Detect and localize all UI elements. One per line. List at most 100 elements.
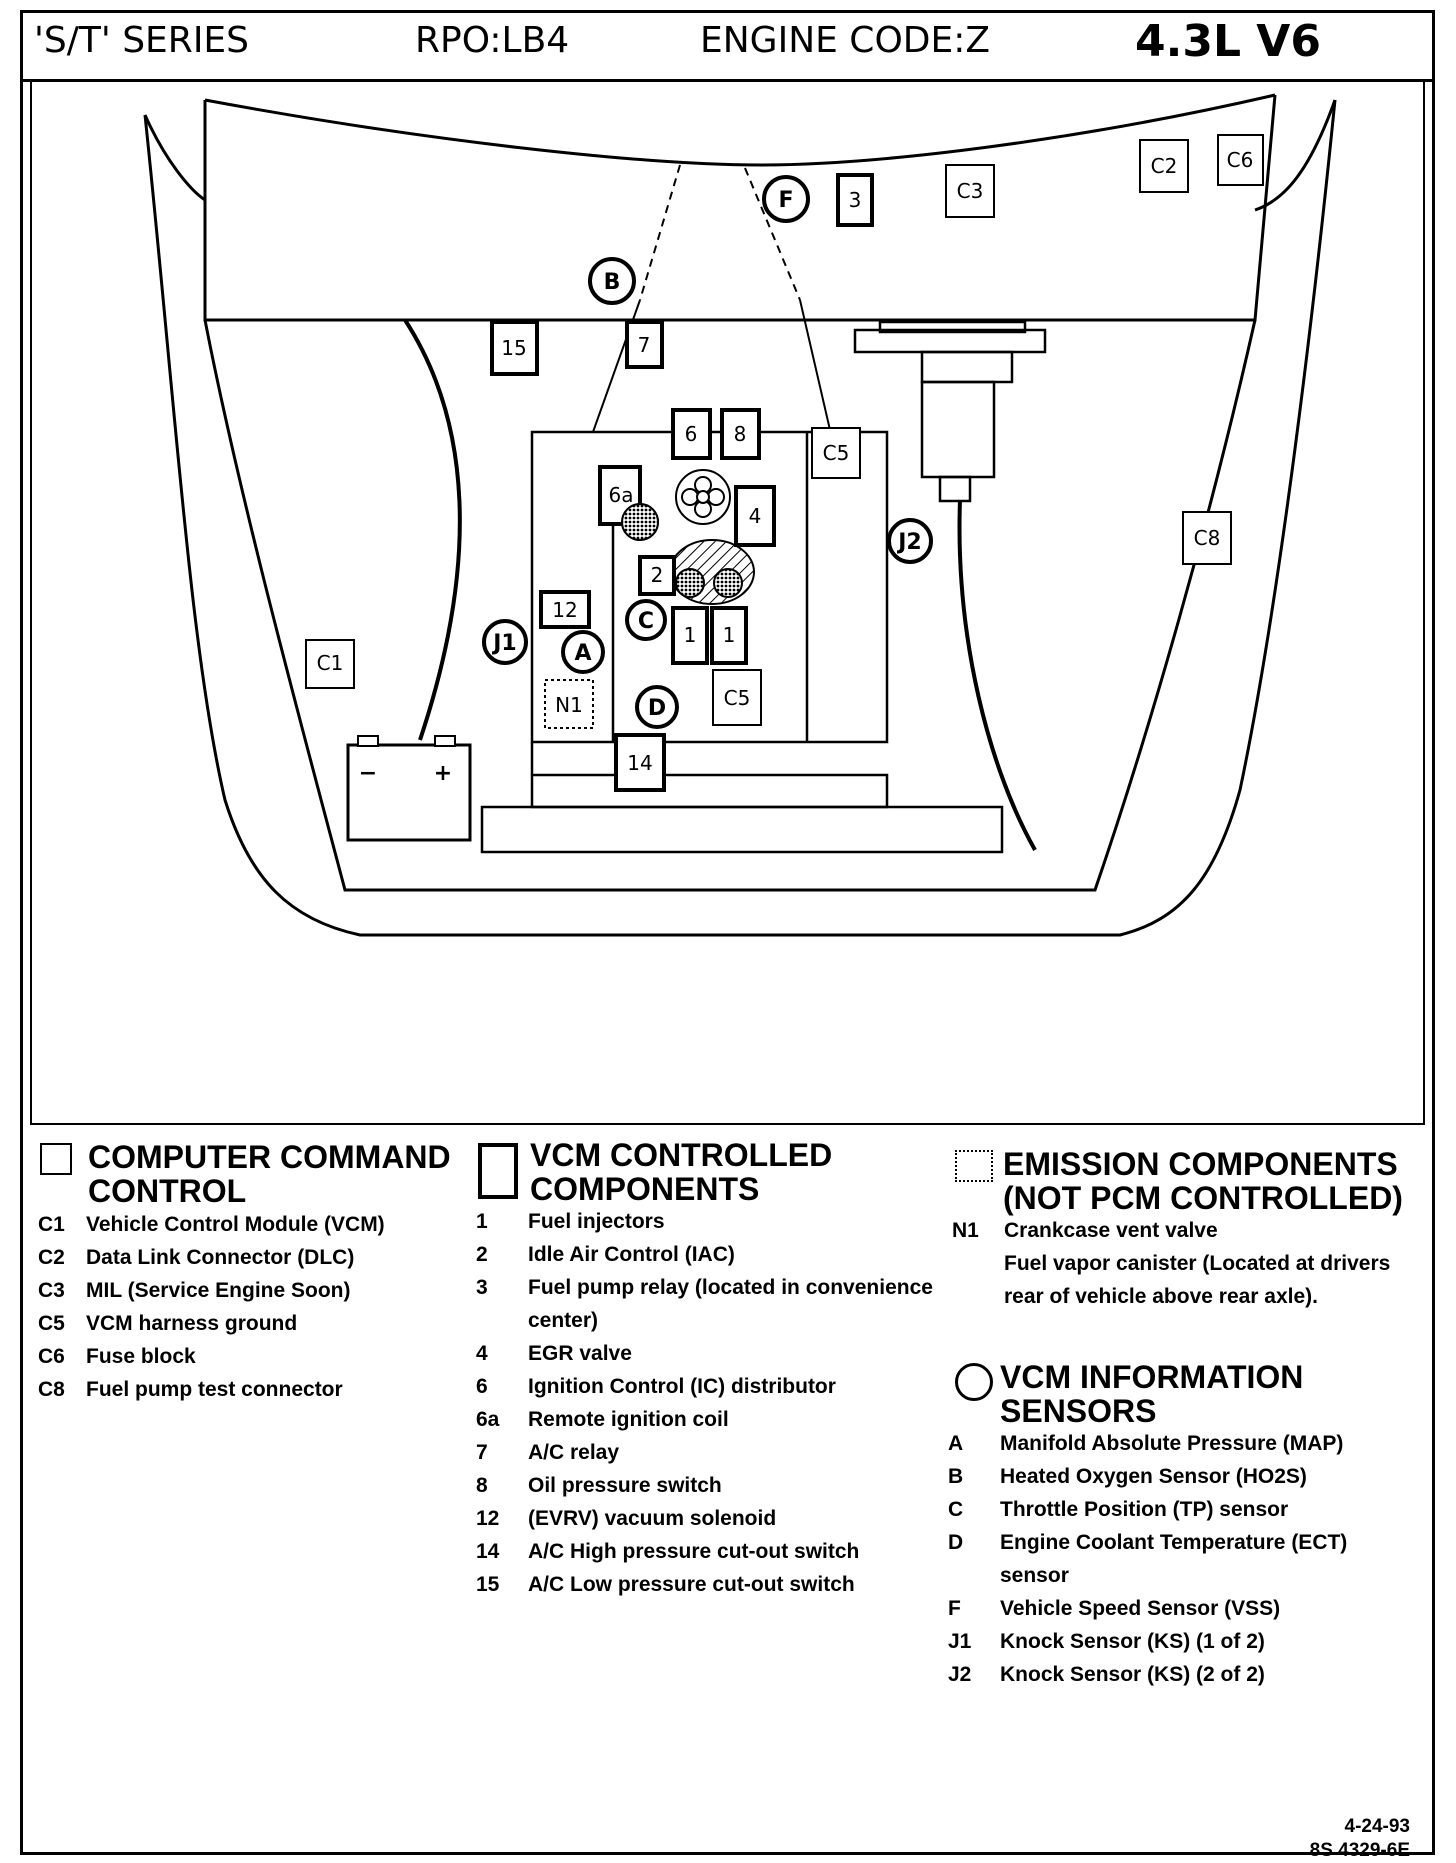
sensor-legend-circle-icon xyxy=(955,1363,993,1401)
hose-lines xyxy=(403,318,1037,851)
distributor xyxy=(675,469,731,525)
legend-item: rear of vehicle above rear axle). xyxy=(1004,1285,1319,1308)
battery: − + xyxy=(346,735,472,842)
legend-vcm-title-line1: VCM CONTROLLED xyxy=(530,1137,833,1173)
label-15: 15 xyxy=(501,336,526,360)
legend-item: Fuel vapor canister (Located at drivers xyxy=(1004,1252,1391,1275)
label-c8: C8 xyxy=(1194,526,1221,550)
label-6: 6 xyxy=(685,422,698,446)
n1-dotted-box xyxy=(544,679,594,729)
legend-vcm-title: VCM CONTROLLED COMPONENTS xyxy=(530,1138,930,1206)
label-6a: 6a xyxy=(609,483,634,507)
legend-sensors-title-line2: SENSORS xyxy=(1000,1393,1157,1429)
label-b: B xyxy=(604,270,621,295)
legend-emission-title-line2: (NOT PCM CONTROLLED) xyxy=(1003,1180,1403,1216)
label-j1: J1 xyxy=(491,631,517,656)
series-title: 'S/T' SERIES xyxy=(34,20,250,61)
engine-code: ENGINE CODE:Z xyxy=(700,20,991,61)
legend-vcm-title-line2: COMPONENTS xyxy=(530,1171,760,1207)
dashed-leaders xyxy=(639,164,801,301)
label-n1: N1 xyxy=(555,693,583,717)
legend-item: center) xyxy=(528,1309,599,1332)
legend-item: 12(EVRV) vacuum solenoid xyxy=(476,1507,777,1530)
engine-compartment-diagram: − + xyxy=(143,93,1337,937)
battery-plus: + xyxy=(434,761,452,786)
footer-ref: 8S 4329-6E xyxy=(1309,1840,1410,1861)
label-f: F xyxy=(778,188,793,213)
ccc-boxes xyxy=(305,134,1264,726)
label-12: 12 xyxy=(552,598,577,622)
label-a: A xyxy=(574,641,591,666)
legend-item: sensor xyxy=(1000,1564,1069,1587)
label-14: 14 xyxy=(627,751,652,775)
label-c5-low: C5 xyxy=(724,686,751,710)
label-c3: C3 xyxy=(957,179,984,203)
ccc-legend-square-icon xyxy=(40,1143,72,1175)
document-footer: 4-24-93 8S 4329-6E xyxy=(1270,1815,1410,1863)
label-7: 7 xyxy=(638,333,651,357)
label-c2: C2 xyxy=(1151,154,1178,178)
page-frame xyxy=(20,10,1435,1855)
legend-emission-title: EMISSION COMPONENTS (NOT PCM CONTROLLED) xyxy=(1003,1147,1423,1215)
label-1a: 1 xyxy=(684,623,697,647)
header-bar: 'S/T' SERIES RPO:LB4 ENGINE CODE:Z 4.3L … xyxy=(20,10,1435,82)
legend-emission-title-line1: EMISSION COMPONENTS xyxy=(1003,1146,1398,1182)
legend-ccc-title-line2: CONTROL xyxy=(88,1173,247,1209)
label-c1: C1 xyxy=(317,651,344,675)
label-j2: J2 xyxy=(896,530,922,555)
legend-sensors-title-line1: VCM INFORMATION xyxy=(1000,1359,1304,1395)
coil-overlay xyxy=(621,503,659,541)
emission-legend-dotted-icon xyxy=(955,1150,993,1182)
footer-date: 4-24-93 xyxy=(1344,1816,1411,1837)
label-3: 3 xyxy=(849,188,862,212)
vcm-legend-square-icon xyxy=(478,1143,518,1199)
label-4: 4 xyxy=(749,504,762,528)
legend-ccc-title: COMPUTER COMMAND CONTROL xyxy=(88,1140,468,1208)
vcm-boxes xyxy=(490,173,874,792)
label-2: 2 xyxy=(651,563,664,587)
throttle-bore-right xyxy=(713,568,743,598)
sensor-circles xyxy=(482,175,933,729)
diagram-panel xyxy=(30,80,1425,1125)
label-8: 8 xyxy=(734,422,747,446)
throttle-bore-left xyxy=(675,568,705,598)
air-cleaner xyxy=(853,320,1047,503)
engine-size: 4.3L V6 xyxy=(1135,16,1321,67)
label-d: D xyxy=(648,696,666,721)
label-c6: C6 xyxy=(1227,148,1254,172)
label-c: C xyxy=(638,609,654,634)
battery-minus: − xyxy=(359,761,377,786)
label-1b: 1 xyxy=(723,623,736,647)
label-c5-top: C5 xyxy=(823,441,850,465)
legend-sensors-title: VCM INFORMATION SENSORS xyxy=(1000,1360,1420,1428)
legend-ccc-title-line1: COMPUTER COMMAND xyxy=(88,1139,451,1175)
rpo-code: RPO:LB4 xyxy=(415,20,570,61)
